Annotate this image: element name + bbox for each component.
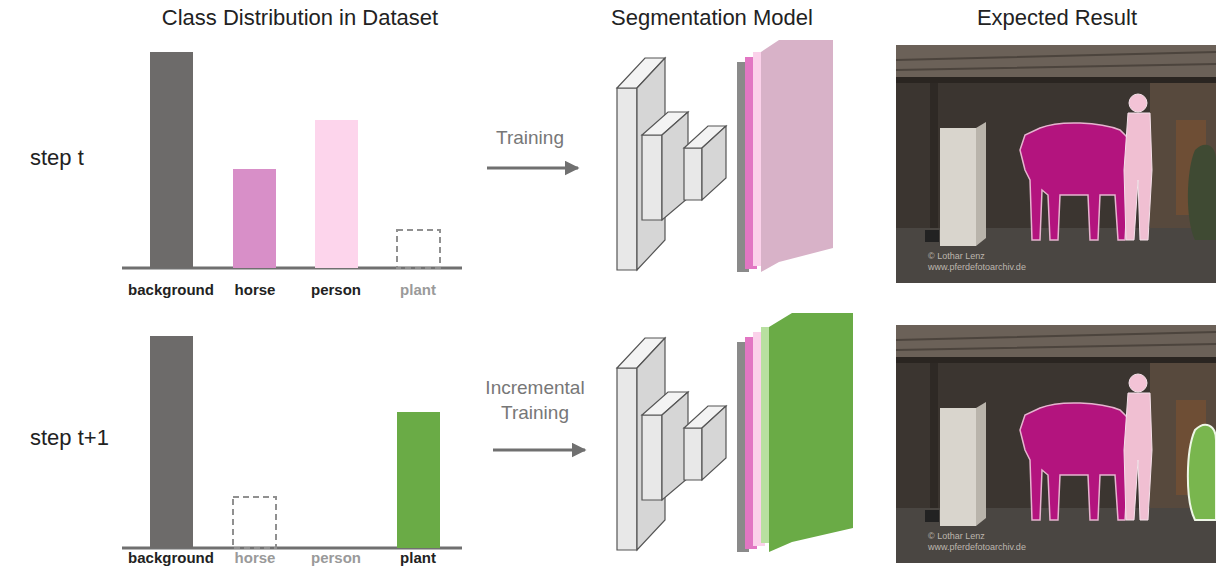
class-label: background [116, 548, 226, 568]
watermark: www.pferdefotoarchiv.de [928, 542, 1088, 554]
column-heading: Expected Result [937, 4, 1177, 33]
class-label: person [296, 548, 376, 568]
class-label: plant [378, 280, 458, 300]
class-label: person [296, 280, 376, 300]
watermark: www.pferdefotoarchiv.de [928, 262, 1088, 274]
dashed-bar [233, 497, 276, 548]
result-photo [896, 325, 1216, 563]
class-label: background [116, 280, 226, 300]
class-label: horse [215, 548, 295, 568]
bar [150, 336, 193, 548]
row-label: step t+1 [30, 424, 130, 453]
arrow [493, 449, 585, 452]
arrow-label: Incremental Training [470, 376, 600, 425]
output-layers [737, 313, 853, 552]
network-blocks [617, 58, 726, 270]
class-label: horse [215, 280, 295, 300]
network-blocks [617, 338, 726, 550]
dashed-bar [397, 230, 440, 268]
arrow-label: Training [470, 126, 590, 151]
column-heading: Class Distribution in Dataset [110, 4, 490, 33]
bar [315, 120, 358, 268]
watermark: © Lothar Lenz [928, 531, 1068, 543]
bar [150, 52, 193, 268]
arrow [487, 167, 578, 170]
column-heading: Segmentation Model [592, 4, 832, 33]
result-photo [896, 45, 1216, 283]
class-label: plant [378, 548, 458, 568]
bar [397, 412, 440, 548]
row-label: step t [30, 144, 120, 173]
output-layers [737, 40, 833, 272]
watermark: © Lothar Lenz [928, 251, 1068, 263]
bar [233, 169, 276, 268]
